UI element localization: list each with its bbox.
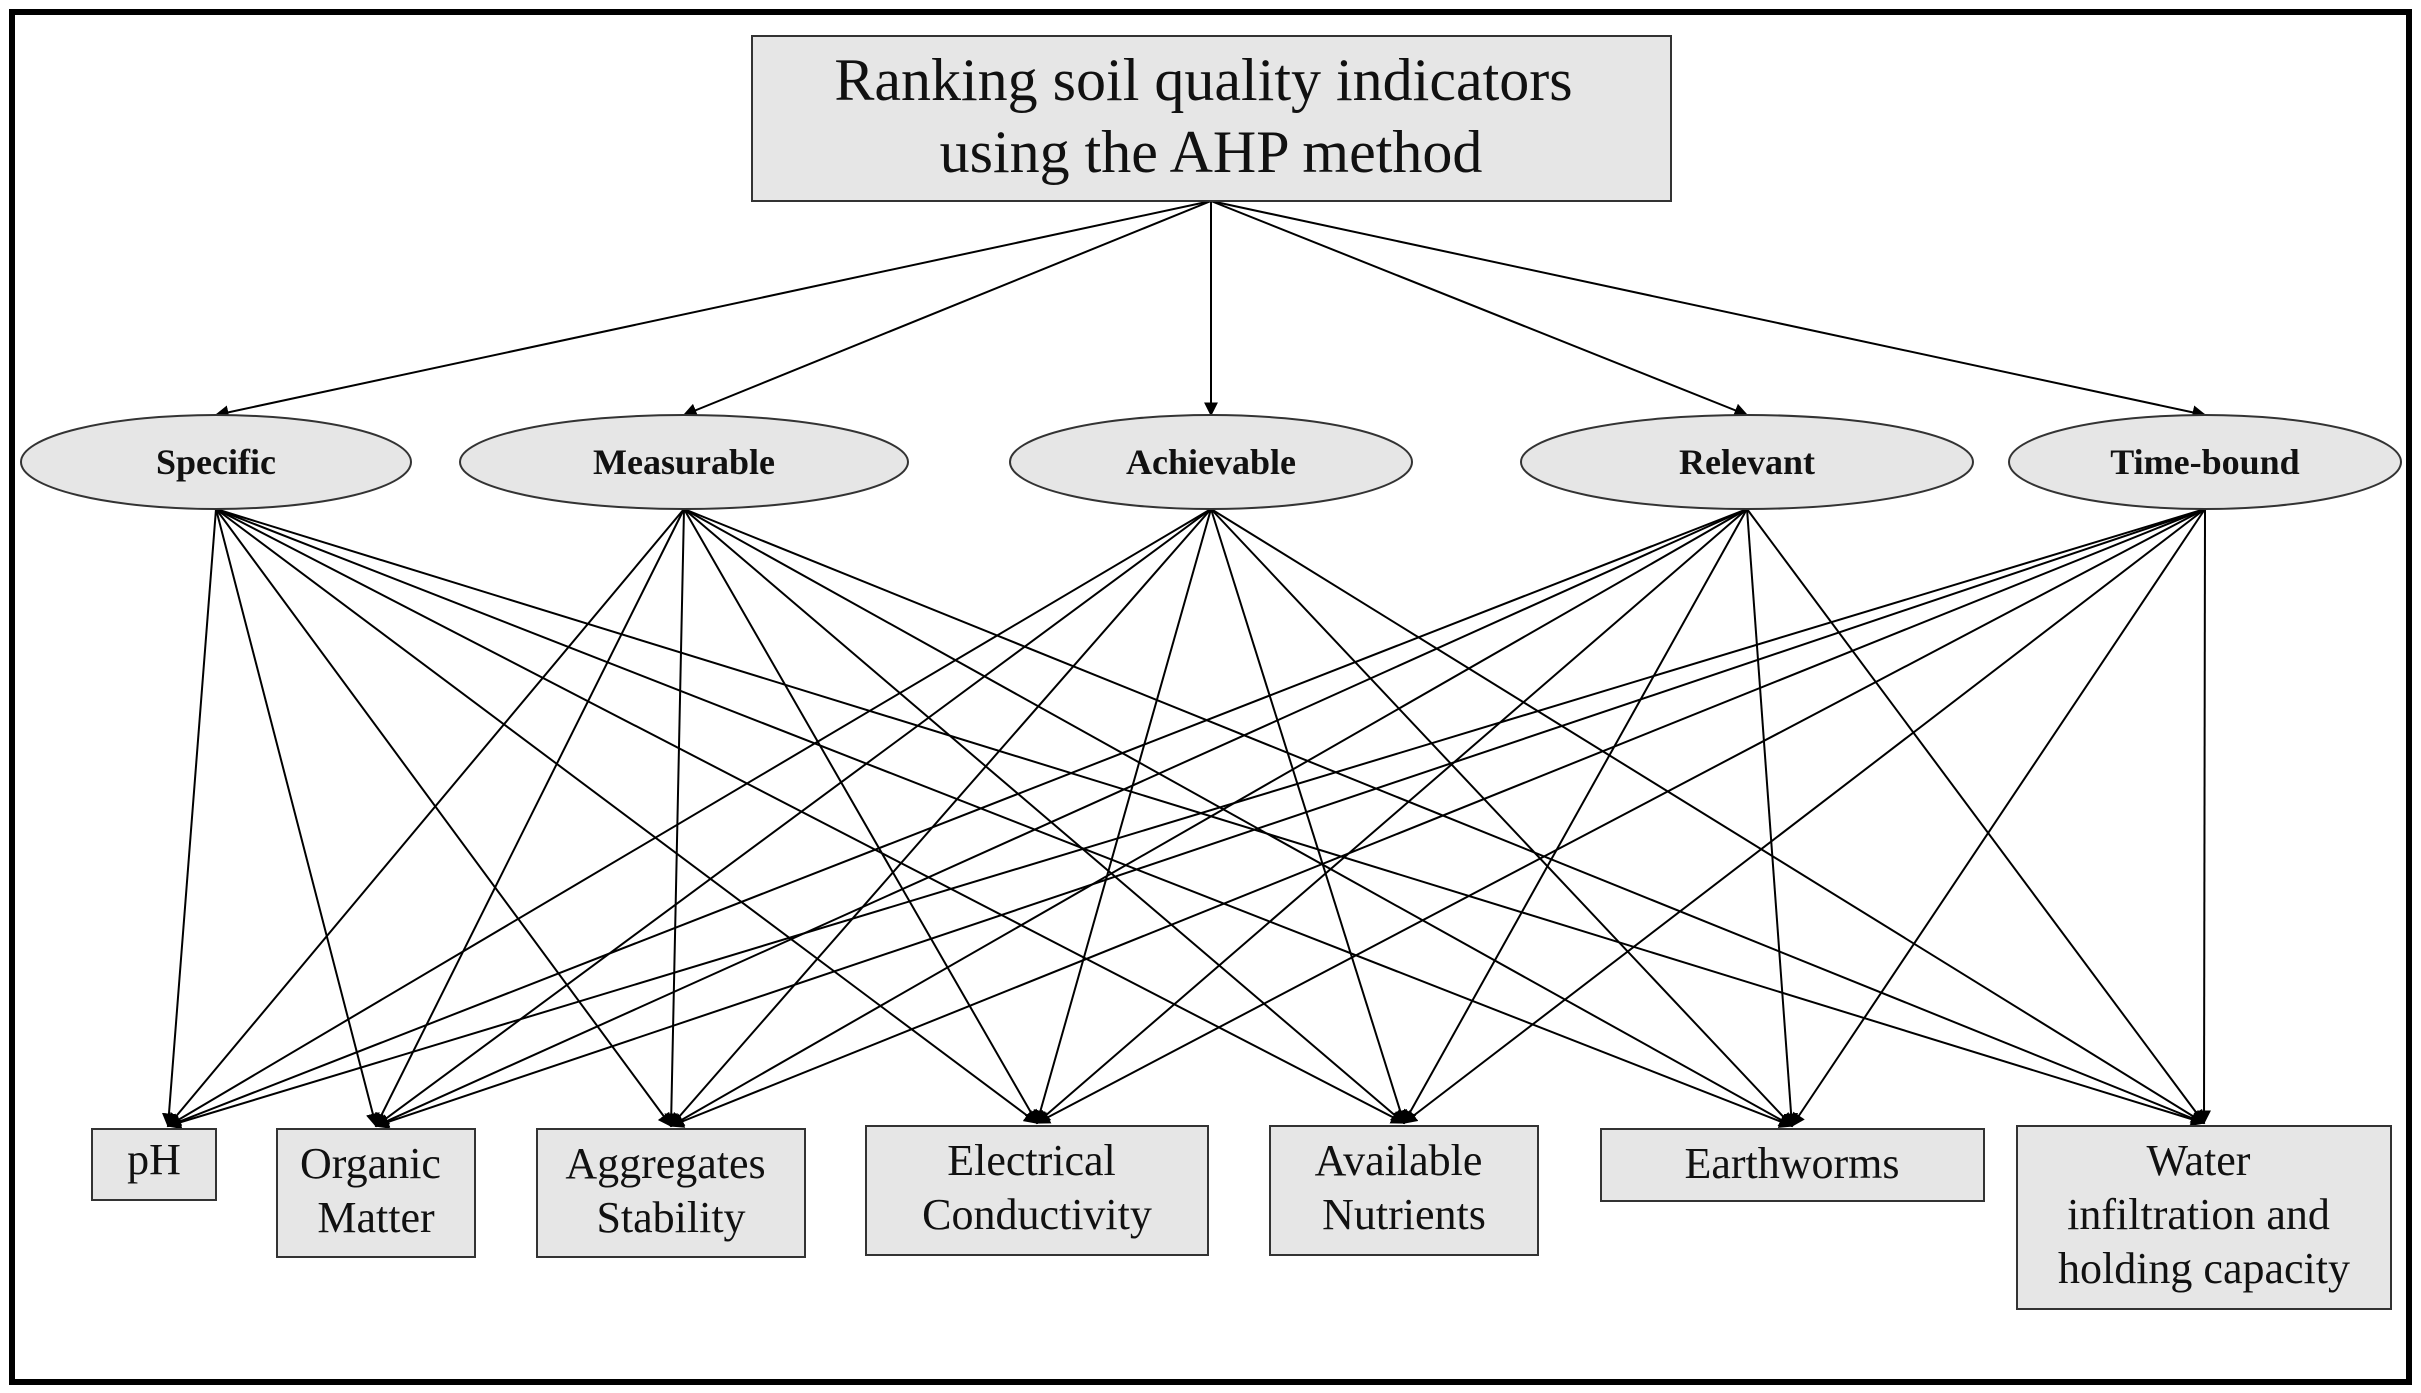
criterion-time-bound: Time-bound bbox=[2008, 414, 2402, 510]
alternative-box bbox=[2016, 1125, 2392, 1310]
goal-to-criterion-edge bbox=[1210, 200, 2207, 420]
criterion-to-alternative-edge bbox=[1402, 508, 2206, 1124]
alternative-aggregates-stability: Aggregates Stability bbox=[536, 1128, 806, 1258]
criterion-to-alternative-edge bbox=[374, 508, 1212, 1127]
outer-frame bbox=[9, 9, 2412, 1385]
goal-to-criterion-edge bbox=[214, 200, 1212, 420]
criterion-to-alternative-edge bbox=[683, 508, 1794, 1127]
alternative-box bbox=[1269, 1125, 1539, 1256]
criterion-to-alternative-edge bbox=[215, 508, 380, 1128]
criterion-to-alternative-edge bbox=[664, 508, 685, 1128]
alternative-box bbox=[1600, 1128, 1985, 1202]
criterion-label-measurable: Measurable bbox=[593, 442, 775, 482]
criterion-to-alternative-edge bbox=[1035, 508, 1748, 1124]
alternative-water-infiltration: Water infiltration and holding capacity bbox=[2016, 1125, 2392, 1310]
criterion-ellipse bbox=[1009, 414, 1413, 510]
criterion-to-alternative-edge bbox=[161, 508, 217, 1128]
edges bbox=[161, 200, 2212, 1130]
criterion-to-alternative-edge bbox=[1210, 508, 2206, 1124]
criterion-to-alternative-edge bbox=[1210, 508, 1793, 1128]
criterion-to-alternative-edge bbox=[215, 508, 672, 1128]
alternative-electrical-conductivity-line-2: Conductivity bbox=[922, 1190, 1152, 1239]
criterion-to-alternative-edge bbox=[215, 508, 1039, 1124]
alternative-box bbox=[865, 1125, 1209, 1256]
alternative-earthworms-line-1: Earthworms bbox=[1684, 1139, 1899, 1188]
criterion-to-alternative-edge bbox=[375, 508, 685, 1128]
alternative-ph-line-1: pH bbox=[127, 1135, 181, 1184]
alternatives: pH Organic Matter Aggregates Stability E… bbox=[91, 1125, 2392, 1310]
criterion-to-alternative-edge bbox=[374, 508, 2206, 1129]
criterion-to-alternative-edge bbox=[2197, 508, 2212, 1125]
alternative-earthworms: Earthworms bbox=[1600, 1128, 1985, 1202]
svg-text:Organic Matter: Organic Matter bbox=[300, 1139, 452, 1242]
alternative-electrical-conductivity-line-1: Electrical bbox=[947, 1136, 1116, 1185]
alternative-box bbox=[276, 1128, 476, 1258]
svg-text:Earthworms: Earthworms bbox=[1684, 1139, 1899, 1188]
alternative-aggregates-stability-line-1: Aggregates bbox=[565, 1139, 765, 1188]
criterion-to-alternative-edge bbox=[1403, 508, 1748, 1125]
svg-text:Available Nutrients: Available Nutrients bbox=[1315, 1136, 1494, 1239]
criterion-relevant: Relevant bbox=[1520, 414, 1974, 510]
criterion-to-alternative-edge bbox=[1791, 508, 2206, 1128]
criterion-to-alternative-edge bbox=[215, 508, 1794, 1128]
criterion-to-alternative-edge bbox=[374, 508, 1748, 1128]
criterion-to-alternative-edge bbox=[1210, 508, 1407, 1125]
criterion-to-alternative-edge bbox=[1035, 508, 2206, 1124]
criterion-to-alternative-edge bbox=[669, 508, 2206, 1128]
criterion-to-alternative-edge bbox=[166, 508, 1212, 1127]
criterion-to-alternative-edge bbox=[683, 508, 1038, 1125]
svg-text:Aggregates Stability: Aggregates Stability bbox=[565, 1139, 776, 1242]
criterion-specific: Specific bbox=[20, 414, 412, 510]
criterion-to-alternative-edge bbox=[1746, 508, 2205, 1125]
criterion-to-alternative-edge bbox=[1746, 508, 1799, 1128]
criteria: Specific Measurable Achievable Relevant … bbox=[20, 414, 2402, 510]
alternative-organic-matter-line-2: Matter bbox=[317, 1193, 435, 1242]
criterion-ellipse bbox=[459, 414, 909, 510]
criterion-label-specific: Specific bbox=[156, 442, 276, 482]
goal-box bbox=[751, 35, 1672, 202]
svg-text:Electrical Conductivit: Electrical Conductivity bbox=[922, 1136, 1152, 1239]
goal-to-criterion-edge bbox=[1210, 200, 1749, 417]
criterion-to-alternative-edge bbox=[683, 508, 1406, 1124]
alternative-electrical-conductivity: Electrical Conductivity bbox=[865, 1125, 1209, 1256]
criterion-ellipse bbox=[1520, 414, 1974, 510]
alternative-water-infiltration-line-2: infiltration and bbox=[2067, 1190, 2330, 1239]
alternative-available-nutrients-line-2: Nutrients bbox=[1322, 1190, 1486, 1239]
alternative-ph: pH bbox=[91, 1128, 217, 1201]
svg-text:Water infiltration and: Water infiltration and holding capacity bbox=[2058, 1136, 2350, 1293]
criterion-achievable: Achievable bbox=[1009, 414, 1413, 510]
alternative-box bbox=[91, 1128, 217, 1201]
alternative-organic-matter: Organic Matter bbox=[276, 1128, 476, 1258]
criterion-to-alternative-edge bbox=[166, 508, 1748, 1128]
criterion-label-achievable: Achievable bbox=[1126, 442, 1296, 482]
goal-line-1: Ranking soil quality indicators bbox=[834, 47, 1572, 113]
alternative-water-infiltration-line-3: holding capacity bbox=[2058, 1244, 2350, 1293]
criterion-to-alternative-edge bbox=[1033, 508, 1212, 1125]
criterion-to-alternative-edge bbox=[215, 508, 1406, 1124]
criterion-ellipse bbox=[20, 414, 412, 510]
criterion-to-alternative-edge bbox=[167, 508, 685, 1128]
alternative-aggregates-stability-line-2: Stability bbox=[596, 1193, 745, 1242]
alternative-available-nutrients-line-1: Available bbox=[1315, 1136, 1483, 1185]
alternative-organic-matter-line-1: Organic bbox=[300, 1139, 441, 1188]
criterion-ellipse bbox=[2008, 414, 2402, 510]
criterion-label-relevant: Relevant bbox=[1679, 442, 1815, 482]
criterion-to-alternative-edge bbox=[669, 508, 1748, 1127]
criterion-to-alternative-edge bbox=[670, 508, 1212, 1128]
svg-text:pH: pH bbox=[127, 1135, 181, 1184]
criterion-label-time-bound: Time-bound bbox=[2110, 442, 2299, 482]
alternative-box bbox=[536, 1128, 806, 1258]
svg-text:Ranking soil quality indicator: Ranking soil quality indicators using th… bbox=[834, 47, 1587, 185]
criterion-to-alternative-edge bbox=[166, 508, 2206, 1130]
alternative-water-infiltration-line-1: Water bbox=[2147, 1136, 2251, 1185]
goal-line-2: using the AHP method bbox=[940, 119, 1483, 185]
criterion-measurable: Measurable bbox=[459, 414, 909, 510]
goal-node: Ranking soil quality indicators using th… bbox=[751, 35, 1672, 202]
goal-to-criterion-edge bbox=[682, 200, 1212, 417]
alternative-available-nutrients: Available Nutrients bbox=[1269, 1125, 1539, 1256]
